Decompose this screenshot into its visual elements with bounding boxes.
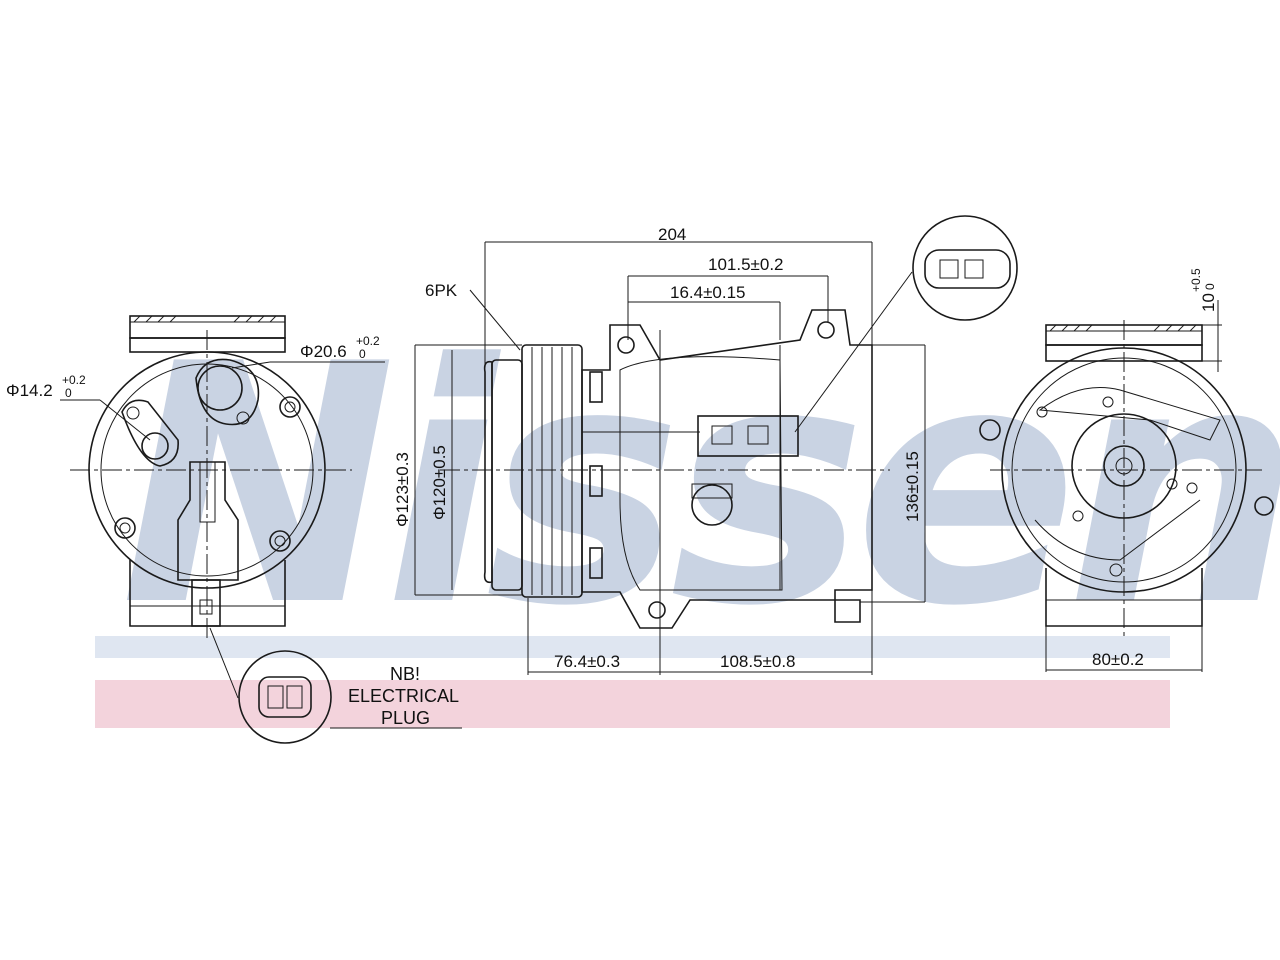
dim-body-height: 136±0.15 <box>903 451 922 522</box>
dim-mount-width: 80±0.2 <box>1092 650 1144 669</box>
control-valve-knob <box>691 484 733 526</box>
port-small-tol: +0.2 <box>62 373 86 387</box>
front-small-port <box>141 432 169 460</box>
front-bolt-lower-right <box>269 530 291 552</box>
mount-hole-bottom <box>648 601 666 619</box>
connector-detail-housing <box>924 249 1011 289</box>
front-small-port-flange <box>121 399 179 467</box>
dim-overall-length: 204 <box>658 225 686 244</box>
watermark-band-blue <box>95 636 1170 658</box>
dim-mount-thickness: 10 <box>1199 293 1218 312</box>
dim-pulley-to-mount: 76.4±0.3 <box>554 652 620 671</box>
dim-pulley-outer: Φ123±0.3 <box>393 452 412 527</box>
note-line-3: PLUG <box>381 708 430 728</box>
front-bolt-lower-left <box>114 517 136 539</box>
front-top-mount-hatch <box>130 315 285 323</box>
body-electrical-connector <box>697 415 799 457</box>
mount-hole-front <box>617 336 635 354</box>
dim-mount-to-rear: 108.5±0.8 <box>720 652 796 671</box>
watermark: Nissens <box>95 294 1280 728</box>
port-small-dim: Φ14.2 <box>6 381 53 400</box>
front-view: Φ20.6 +0.2 0 Φ14.2 +0.2 0 NB! ELECTRICAL… <box>6 315 462 744</box>
mount-hole-rear <box>817 321 835 339</box>
connector-detail-circle <box>912 215 1018 321</box>
dim-connector-offset-2: 16.4±0.15 <box>670 283 746 302</box>
plug-detail-connector <box>258 676 312 718</box>
dim-pulley-type: 6PK <box>425 281 458 300</box>
port-small-tol-low: 0 <box>65 386 72 400</box>
front-bolt-upper-right <box>279 396 301 418</box>
port-large-tol-low: 0 <box>359 347 366 361</box>
rear-side-bolt <box>1254 496 1274 516</box>
rear-view: 80±0.2 10 +0.5 0 <box>979 268 1274 672</box>
watermark-logo-text: Nissens <box>120 294 1280 678</box>
dim-pulley-inner: Φ120±0.5 <box>430 445 449 520</box>
port-large-tol: +0.2 <box>356 334 380 348</box>
dim-mount-thickness-tol-low: 0 <box>1203 283 1217 290</box>
note-line-2: ELECTRICAL <box>348 686 459 706</box>
plug-detail-circle <box>238 650 332 744</box>
rear-side-fitting <box>979 419 1001 441</box>
watermark-band-pink <box>95 680 1170 728</box>
front-plug-stem <box>191 579 221 627</box>
port-large-dim: Φ20.6 <box>300 342 347 361</box>
dim-mount-thickness-tol: +0.5 <box>1189 268 1203 292</box>
note-line-1: NB! <box>390 664 420 684</box>
front-control-valve <box>177 461 239 581</box>
pulley-groove-lines <box>531 347 573 595</box>
side-view: 204 101.5±0.2 16.4±0.15 6PK Φ123±0.3 Φ12… <box>393 215 1018 675</box>
dim-connector-offset: 101.5±0.2 <box>708 255 784 274</box>
